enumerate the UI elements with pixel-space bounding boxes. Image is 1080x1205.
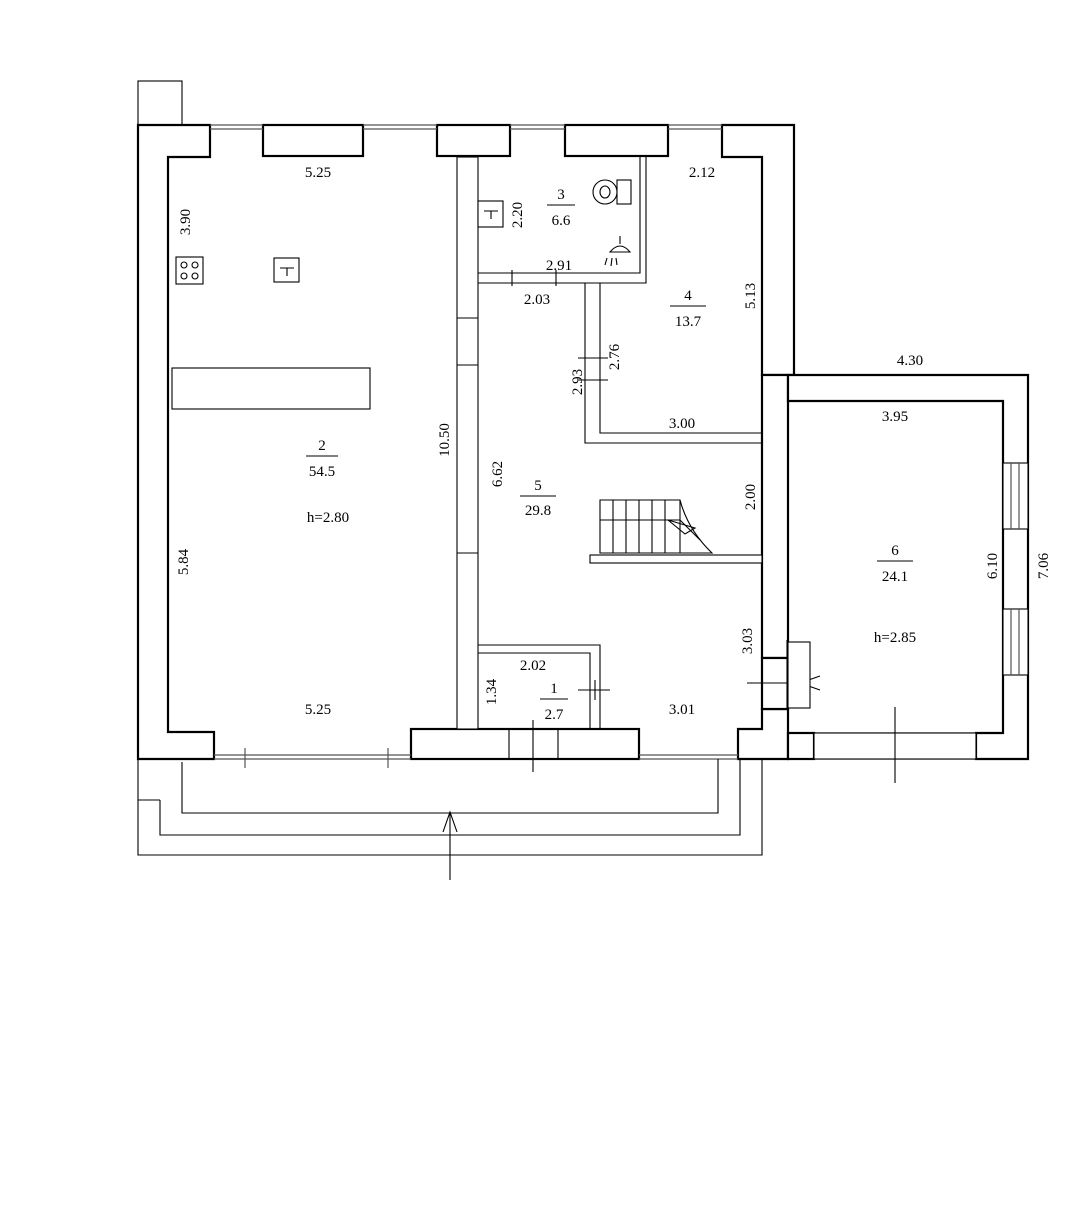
stove-icon — [175, 256, 204, 285]
top-wall-pier-1 — [261, 123, 365, 158]
room-number: 2 — [318, 438, 326, 454]
room-label-5: 5 29.8 — [520, 478, 556, 519]
room-area: 13.7 — [675, 314, 702, 330]
dim-r6-outer-width: 4.30 — [897, 353, 923, 369]
extension-windows — [1002, 462, 1029, 676]
dim-r3-width: 2.91 — [546, 258, 572, 274]
room-label-1: 1 2.7 — [540, 681, 568, 723]
extension-walls — [786, 373, 1030, 783]
dim-r6-inner-height: 6.10 — [985, 553, 1001, 579]
room-4-walls — [584, 283, 762, 444]
room-label-2: 2 54.5 h=2.80 — [306, 438, 349, 526]
dim-stair-height: 2.00 — [743, 484, 759, 510]
main-walls — [136, 80, 796, 768]
room-area: 2.7 — [545, 707, 564, 723]
room-area: 6.6 — [552, 213, 571, 229]
dim-r4-bottom: 3.00 — [669, 416, 695, 432]
partition-2-5 — [456, 156, 479, 730]
dim-r5-height: 6.62 — [490, 461, 506, 487]
room-area: 24.1 — [882, 569, 908, 585]
counter-island — [171, 367, 371, 410]
room-height: h=2.85 — [874, 630, 916, 646]
bottom-wall-segment — [409, 727, 641, 761]
extension-corner — [786, 731, 816, 761]
washbasin-icon — [477, 200, 504, 228]
dim-r1-height: 1.34 — [484, 678, 500, 705]
dim-hall-depth: 2.93 — [570, 369, 586, 395]
room-number: 5 — [534, 478, 542, 494]
top-windows — [210, 124, 722, 130]
dim-r5-lower: 3.03 — [740, 628, 756, 654]
stair-wall — [589, 554, 763, 564]
room-area: 54.5 — [309, 464, 335, 480]
dimension-labels: 5.25 5.25 3.90 5.84 10.50 2.91 2.20 2.12… — [176, 165, 1052, 718]
dim-r1-width: 2.02 — [520, 658, 546, 674]
dim-r5-bottom: 3.01 — [669, 702, 695, 718]
shower-icon — [604, 236, 632, 267]
room-1-walls — [478, 644, 601, 729]
dim-r6-outer-height: 7.06 — [1036, 552, 1052, 579]
dim-r4-top: 2.12 — [689, 165, 715, 181]
sink-icon — [273, 257, 300, 283]
porch — [137, 759, 763, 856]
top-wall-pier-3 — [563, 123, 670, 158]
entry-arrow-bottom — [442, 810, 458, 880]
dim-r2-total: 10.50 — [437, 423, 453, 457]
staircase — [599, 499, 714, 554]
dim-hall-width: 2.03 — [524, 292, 550, 308]
room-number: 1 — [550, 681, 558, 697]
dim-r4-side: 2.76 — [607, 343, 623, 370]
room-number: 3 — [557, 187, 565, 203]
right-top-wall — [720, 123, 796, 377]
room-area: 29.8 — [525, 503, 551, 519]
room-label-6: 6 24.1 h=2.85 — [874, 543, 916, 646]
room-label-4: 4 13.7 — [670, 288, 706, 330]
top-wall-pier-2 — [435, 123, 512, 158]
room-number: 4 — [684, 288, 692, 304]
dim-r6-inner-width: 3.95 — [882, 409, 908, 425]
toilet-icon — [592, 179, 632, 205]
bottom-windows — [214, 748, 738, 768]
dim-r2-bottom: 5.25 — [305, 702, 331, 718]
dim-r2-lower: 5.84 — [176, 548, 192, 575]
room-label-3: 3 6.6 — [547, 187, 575, 229]
room-number: 6 — [891, 543, 899, 559]
dim-r3-height: 2.20 — [510, 202, 526, 228]
bathroom-walls — [478, 157, 647, 284]
partitions — [456, 156, 763, 730]
right-lower-wall — [760, 373, 790, 660]
dim-r4-height: 5.13 — [743, 283, 759, 309]
left-wall — [136, 123, 216, 761]
dim-r2-kitchen: 3.90 — [178, 209, 194, 235]
entry-arrow-right — [747, 640, 821, 709]
room-height: h=2.80 — [307, 510, 349, 526]
bottom-right-wall — [736, 707, 790, 761]
chimney — [137, 80, 183, 126]
dim-r2-top: 5.25 — [305, 165, 331, 181]
